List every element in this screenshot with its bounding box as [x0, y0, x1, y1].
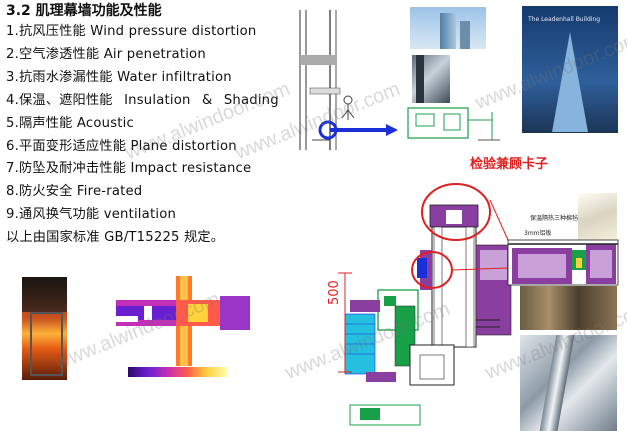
window-profile-drawing — [407, 107, 500, 141]
list-item: 4.保温、遮阳性能 Insulation & Shading — [6, 92, 279, 108]
building-photo — [410, 7, 486, 49]
standard-note: 以上由国家标准 GB/T15225 规定。 — [6, 230, 225, 246]
fire-test-photo — [22, 277, 67, 380]
list-item: 3.抗雨水渗漏性能 Water infiltration — [6, 69, 232, 85]
mullion-profile-photo — [520, 335, 617, 431]
tower-building-photo: The Leadenhall Building — [522, 6, 618, 133]
list-item: 6.平面变形适应性能 Plane distortion — [6, 138, 237, 154]
curtain-wall-section-drawing — [338, 183, 512, 426]
list-item: 9.通风换气功能 ventilation — [6, 207, 177, 223]
building-caption: The Leadenhall Building — [528, 16, 601, 23]
list-item: 8.防火安全 Fire-rated — [6, 184, 143, 200]
list-item: 1.抗风压性能 Wind pressure distortion — [6, 24, 257, 39]
red-annotation: 检验兼顾卡子 — [470, 157, 549, 172]
section-title: 3.2 肌理幕墙功能及性能 — [6, 3, 162, 19]
list-item: 5.隔声性能 Acoustic — [6, 115, 134, 131]
performance-list: 1.抗风压性能 Wind pressure distortion 2.空气渗透性… — [6, 21, 284, 250]
enlarged-section-detail — [507, 239, 619, 286]
thermal-simulation-figure — [116, 276, 250, 366]
temperature-scale-bar — [128, 367, 227, 377]
curtain-wall-section-sketch — [299, 10, 398, 150]
section-label: 3mm铝板 — [524, 230, 552, 237]
list-item: 7.防坠及耐冲击性能 Impact resistance — [6, 161, 252, 177]
facade-panel-photo — [520, 286, 617, 330]
insulation-sample-photo — [578, 193, 617, 241]
section-label: 保温隔热三种棉毡 — [530, 215, 579, 222]
list-item: 2.空气渗透性能 Air penetration — [6, 46, 206, 62]
facade-detail-photo — [412, 55, 450, 103]
dimension-label: 500 — [327, 280, 342, 305]
